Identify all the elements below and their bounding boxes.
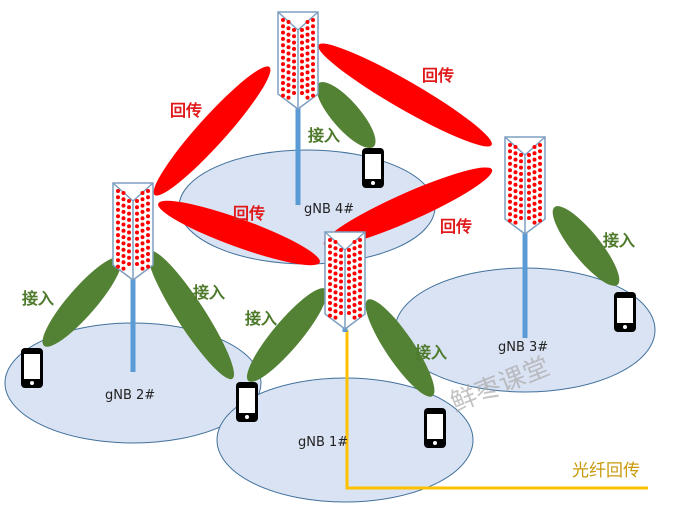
backhaul-beam-1-3	[323, 167, 493, 247]
gnb1-label: gNB 1#	[298, 435, 348, 450]
antenna-pole	[130, 278, 136, 372]
access-beam-4	[316, 81, 376, 149]
access-label: 接入	[415, 343, 447, 362]
gnb4-label: gNB 4#	[304, 202, 354, 217]
access-label: 接入	[245, 309, 277, 328]
gnb3-label: gNB 3#	[498, 340, 548, 355]
phone-icon	[614, 292, 636, 332]
antenna-pole	[295, 107, 301, 205]
gnb3-antenna	[504, 136, 546, 338]
phone-icon	[424, 408, 446, 448]
fiber-backhaul-label: 光纤回传	[572, 461, 640, 481]
backhaul-label: 回传	[233, 204, 265, 223]
access-beam-2-left	[42, 257, 122, 347]
access-beam-1-left	[246, 288, 328, 382]
access-beam-3	[552, 206, 620, 286]
gnb4-antenna	[277, 11, 319, 205]
access-label: 接入	[193, 283, 225, 302]
backhaul-label: 回传	[170, 101, 202, 120]
access-label: 接入	[603, 231, 635, 250]
gnb1-antenna	[324, 231, 366, 332]
phone-icon	[362, 148, 384, 188]
cell-gnb1	[216, 377, 474, 503]
phone-icon	[21, 348, 43, 388]
phone-icon	[236, 382, 258, 422]
backhaul-label: 回传	[440, 217, 472, 236]
access-label: 接入	[22, 289, 54, 308]
backhaul-label: 回传	[422, 66, 454, 85]
gnb2-antenna	[112, 182, 154, 372]
fiber-line	[345, 330, 648, 490]
access-beam-1-right	[365, 299, 435, 397]
backhaul-beam-4-3	[318, 43, 492, 147]
access-beam-2-right	[147, 250, 235, 380]
backhaul-beam-2-1	[158, 200, 320, 266]
gnb2-label: gNB 2#	[105, 388, 155, 403]
access-label: 接入	[308, 126, 340, 145]
antenna-pole	[522, 232, 528, 338]
backhaul-beam-4-2	[153, 66, 271, 196]
